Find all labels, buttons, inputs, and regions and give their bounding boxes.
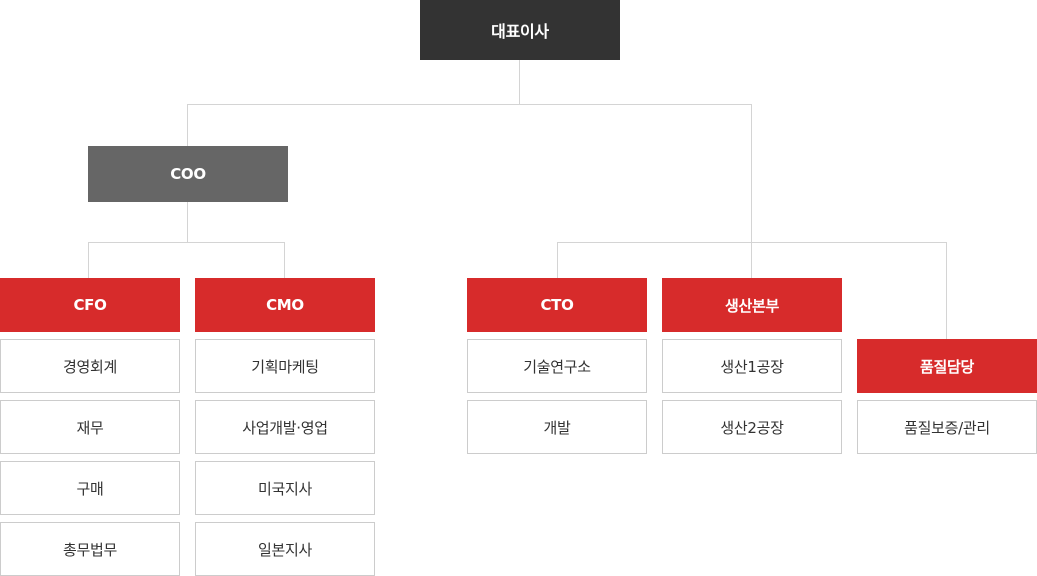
cfo-item-accounting: 경영회계: [0, 339, 180, 393]
connector-coo-horizontal: [88, 242, 285, 243]
connector-to-cmo: [284, 242, 285, 278]
cfo-item-finance: 재무: [0, 400, 180, 454]
connector-right-trunk: [751, 104, 752, 243]
cto-item-research-lab: 기술연구소: [467, 339, 647, 393]
connector-coo-down: [187, 202, 188, 243]
connector-to-production: [751, 242, 752, 278]
cto-header: CTO: [467, 278, 647, 332]
connector-to-quality: [946, 242, 947, 339]
quality-item-assurance: 품질보증/관리: [857, 400, 1037, 454]
connector-to-cto: [557, 242, 558, 278]
cmo-item-business-sales: 사업개발·영업: [195, 400, 375, 454]
cmo-item-japan-branch: 일본지사: [195, 522, 375, 576]
production-item-plant-2: 생산2공장: [662, 400, 842, 454]
cfo-header: CFO: [0, 278, 180, 332]
cfo-item-purchasing: 구매: [0, 461, 180, 515]
connector-ceo-down: [519, 60, 520, 105]
cmo-header: CMO: [195, 278, 375, 332]
cmo-item-planning-marketing: 기획마케팅: [195, 339, 375, 393]
connector-to-cfo: [88, 242, 89, 278]
connector-right-horizontal: [557, 242, 947, 243]
coo-box: COO: [88, 146, 288, 202]
cfo-item-general-legal: 총무법무: [0, 522, 180, 576]
quality-header: 품질담당: [857, 339, 1037, 393]
connector-top-horizontal: [187, 104, 752, 105]
cmo-item-us-branch: 미국지사: [195, 461, 375, 515]
connector-to-coo: [187, 104, 188, 146]
ceo-box: 대표이사: [420, 0, 620, 60]
cto-item-development: 개발: [467, 400, 647, 454]
production-header: 생산본부: [662, 278, 842, 332]
production-item-plant-1: 생산1공장: [662, 339, 842, 393]
